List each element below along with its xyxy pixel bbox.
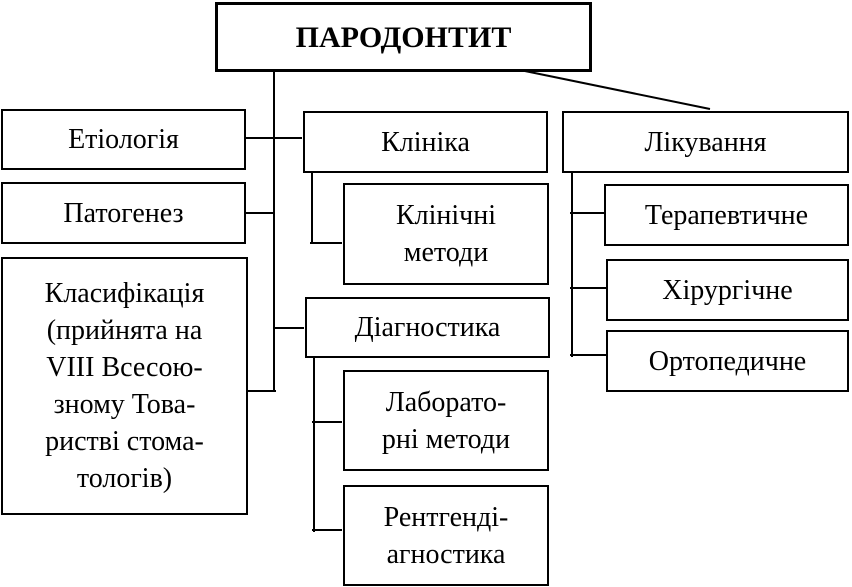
clinical-methods-label: Клінічні методи xyxy=(395,200,497,268)
diagnostics-node: Діагностика xyxy=(305,297,550,358)
lab-methods-node: Лаборато- рні методи xyxy=(343,370,549,471)
orthopedic-node: Ортопедичне xyxy=(606,330,849,392)
pathogenesis-node: Патогенез xyxy=(1,182,246,244)
etiology-label: Етіологія xyxy=(68,124,179,155)
etiology-node: Етіологія xyxy=(1,109,246,170)
orthopedic-label: Ортопедичне xyxy=(648,345,807,377)
pathogenesis-label: Патогенез xyxy=(63,197,184,229)
therapeutic-label: Терапевтичне xyxy=(644,199,809,231)
treatment-node: Лікування xyxy=(562,111,849,173)
treatment-label: Лікування xyxy=(644,126,767,158)
therapeutic-node: Терапевтичне xyxy=(604,184,849,246)
clinical-methods-node: Клінічні методи xyxy=(343,183,549,285)
xray-label: Рентгенді- агностика xyxy=(383,501,509,570)
lab-methods-label: Лаборато- рні методи xyxy=(381,386,511,455)
surgical-label: Хірургічне xyxy=(662,274,793,306)
root-label: ПАРОДОНТИТ xyxy=(295,20,512,54)
classification-node: Класифікація (прийнята на VIII Всесою- з… xyxy=(1,257,248,515)
surgical-node: Хірургічне xyxy=(606,259,849,321)
clinic-node: Клініка xyxy=(303,111,548,173)
root-node: ПАРОДОНТИТ xyxy=(215,2,592,72)
clinic-label: Клініка xyxy=(381,126,470,158)
classification-label: Класифікація (прийнята на VIII Всесою- з… xyxy=(44,278,205,494)
diagnostics-label: Діагностика xyxy=(354,312,501,343)
xray-node: Рентгенді- агностика xyxy=(343,485,549,586)
